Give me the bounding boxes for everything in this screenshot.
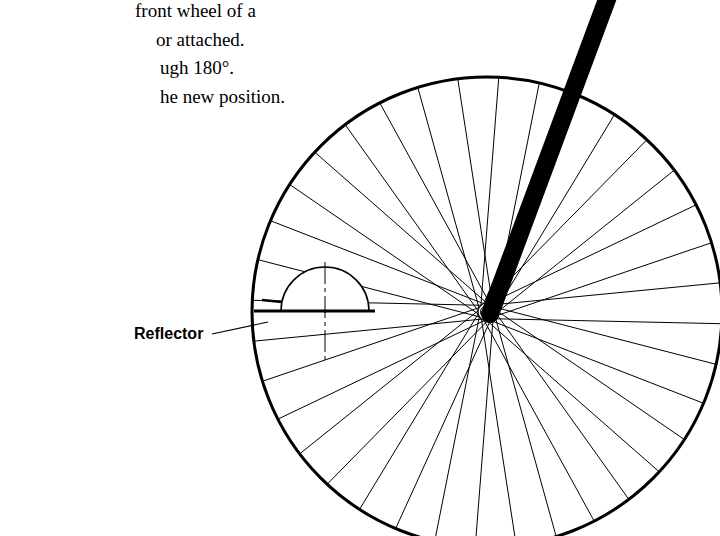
spoke (484, 319, 658, 472)
spoke (482, 317, 593, 520)
spoke (255, 319, 485, 341)
spoke (489, 319, 720, 324)
caption-fragment: ugh 180°. (160, 57, 234, 79)
spoke (263, 307, 482, 381)
spoke (489, 283, 719, 305)
leader-line (212, 322, 268, 334)
spoke (493, 308, 684, 439)
part-name: Reflector (134, 324, 203, 344)
spoke (491, 243, 710, 317)
spoke (481, 315, 516, 536)
spoke (458, 80, 493, 309)
spoke (487, 319, 703, 403)
reflector (254, 262, 375, 362)
spoke (259, 260, 483, 318)
spoke (491, 306, 715, 364)
fork (490, 0, 609, 314)
spoke (494, 313, 556, 536)
spoke (494, 310, 629, 498)
spoke (328, 318, 490, 483)
spoke (396, 317, 492, 528)
spoke (279, 319, 488, 419)
spoke (360, 311, 480, 509)
caption-fragment: he new position. (160, 86, 285, 108)
caption-fragment: or attached. (156, 29, 245, 51)
spoke (435, 313, 480, 536)
spoke (380, 104, 491, 307)
caption-fragment: front wheel of a (135, 0, 256, 22)
spoke (300, 308, 481, 453)
spoke (418, 88, 480, 311)
spoke (346, 125, 481, 313)
